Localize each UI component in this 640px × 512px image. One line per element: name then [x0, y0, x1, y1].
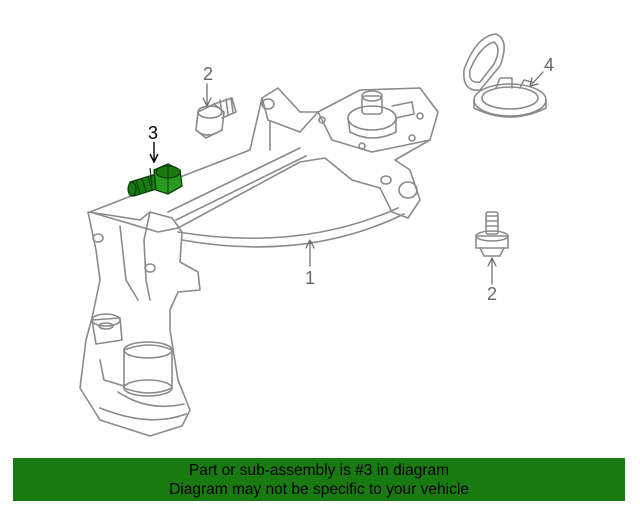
banner-line-disclaimer: Diagram may not be specific to your vehi…	[169, 481, 469, 498]
callout-2-lower: 2	[487, 284, 497, 304]
bolt-part-2-upper	[195, 97, 237, 139]
callout-3: 3	[148, 123, 158, 143]
banner-line-part-number: Part or sub-assembly is #3 in diagram	[188, 462, 450, 479]
bolt-part-3-highlighted[interactable]	[127, 163, 183, 197]
callout-4: 4	[544, 55, 554, 75]
leader-line-2-upper-arrow	[202, 97, 212, 107]
bolt-part-2-lower	[475, 211, 509, 257]
leader-line-4	[531, 71, 544, 85]
callout-2-upper: 2	[203, 64, 213, 84]
callout-1: 1	[305, 268, 315, 288]
cover-cap-part-4	[463, 33, 547, 118]
leader-line-4-arrow	[529, 77, 539, 87]
part-info-banner: Part or sub-assembly is #3 in diagram Di…	[13, 458, 625, 501]
leader-line-2-lower-arrow	[487, 257, 497, 267]
spare-tire-carrier-part-1	[79, 87, 439, 437]
leader-line-3-arrow	[149, 153, 159, 164]
leader-line-1-arrow	[305, 239, 315, 249]
parts-diagram: 1 2 2 3 4	[79, 33, 554, 437]
